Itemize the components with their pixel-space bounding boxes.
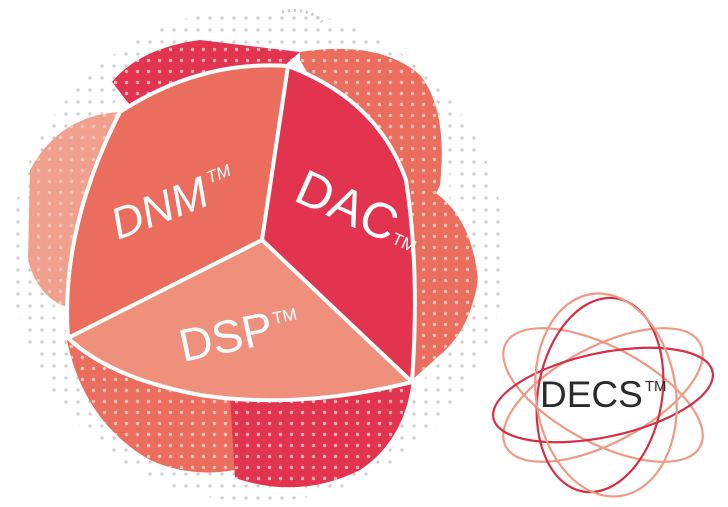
face-dsp — [68, 240, 412, 401]
decs-logo-rings — [491, 292, 715, 498]
cube-edges — [65, 63, 417, 403]
face-dac — [262, 66, 415, 382]
face-dnm — [67, 65, 288, 339]
center-cube: DNMTM DACTM DSPTM — [65, 63, 419, 403]
